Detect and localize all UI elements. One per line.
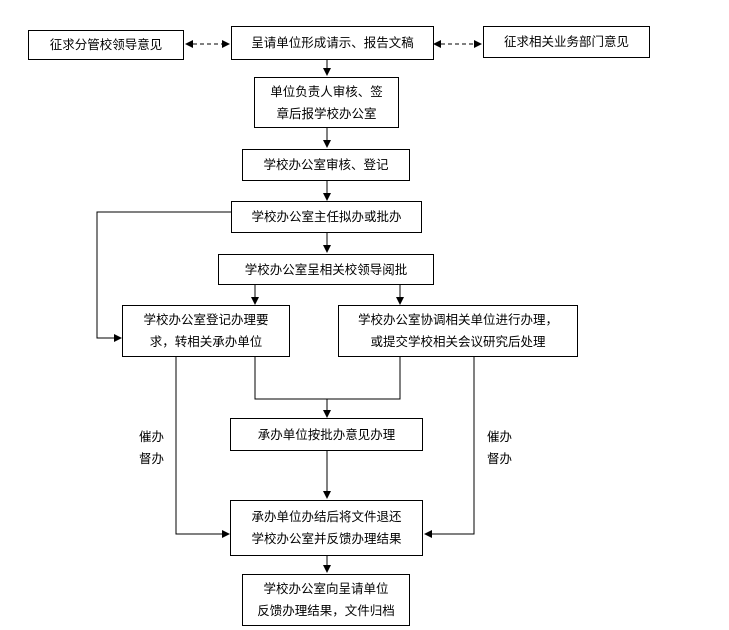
node-label: 学校办公室审核、登记 (263, 157, 389, 172)
node-draft: 呈请单位形成请示、报告文稿 (231, 26, 434, 60)
node-archive: 学校办公室向呈请单位 反馈办理结果，文件归档 (242, 574, 410, 626)
node-label: 征求相关业务部门意见 (503, 34, 629, 49)
urge-label-right: 催办 督办 (487, 426, 512, 470)
node-label: 承办单位按批办意见办理 (257, 426, 396, 442)
node-return: 承办单位办结后将文件退还 学校办公室并反馈办理结果 (230, 500, 423, 556)
node-director: 学校办公室主任拟办或批办 (231, 201, 422, 233)
node-label-line: 求，转相关承办单位 (149, 334, 263, 349)
urge-label-left: 催办 督办 (139, 426, 164, 470)
node-school-leader: 征求分管校领导意见 (28, 30, 184, 60)
node-label: 征求分管校领导意见 (49, 37, 163, 52)
merge-line (254, 357, 401, 400)
node-related-dept: 征求相关业务部门意见 (483, 26, 650, 58)
label-line: 督办 (487, 451, 513, 466)
node-label-line: 反馈办理结果，文件归档 (257, 603, 395, 618)
node-label: 呈请单位形成请示、报告文稿 (251, 35, 414, 50)
node-office-register: 学校办公室审核、登记 (242, 149, 410, 181)
node-register-transfer: 学校办公室登记办理要 求，转相关承办单位 (122, 305, 290, 357)
node-label-line: 学校办公室协调相关单位进行办理， (357, 312, 558, 327)
node-label-line: 学校办公室并反馈办理结果 (251, 531, 402, 546)
node-label: 学校办公室主任拟办或批办 (251, 209, 402, 224)
node-label-line: 章后报学校办公室 (276, 105, 377, 121)
arrow-urge-left (175, 357, 230, 538)
label-line: 催办 (139, 429, 165, 444)
node-label-line: 承办单位办结后将文件退还 (251, 509, 402, 524)
node-label-line: 或提交学校相关会议研究后处理 (370, 334, 546, 349)
node-label-line: 学校办公室登记办理要 (143, 312, 269, 327)
node-handle: 承办单位按批办意见办理 (230, 418, 423, 451)
arrow-urge-right (424, 357, 475, 538)
node-coordinate: 学校办公室协调相关单位进行办理， 或提交学校相关会议研究后处理 (338, 305, 578, 357)
label-line: 催办 (487, 429, 513, 444)
node-label-line: 单位负责人审核、签 (270, 83, 383, 99)
label-line: 督办 (139, 451, 165, 466)
node-label: 学校办公室呈相关校领导阅批 (244, 261, 408, 277)
node-leader-review: 学校办公室呈相关校领导阅批 (218, 254, 434, 285)
arrow-director-bypass (96, 211, 231, 342)
node-label-line: 学校办公室向呈请单位 (263, 581, 389, 596)
node-unit-review: 单位负责人审核、签 章后报学校办公室 (254, 77, 399, 128)
